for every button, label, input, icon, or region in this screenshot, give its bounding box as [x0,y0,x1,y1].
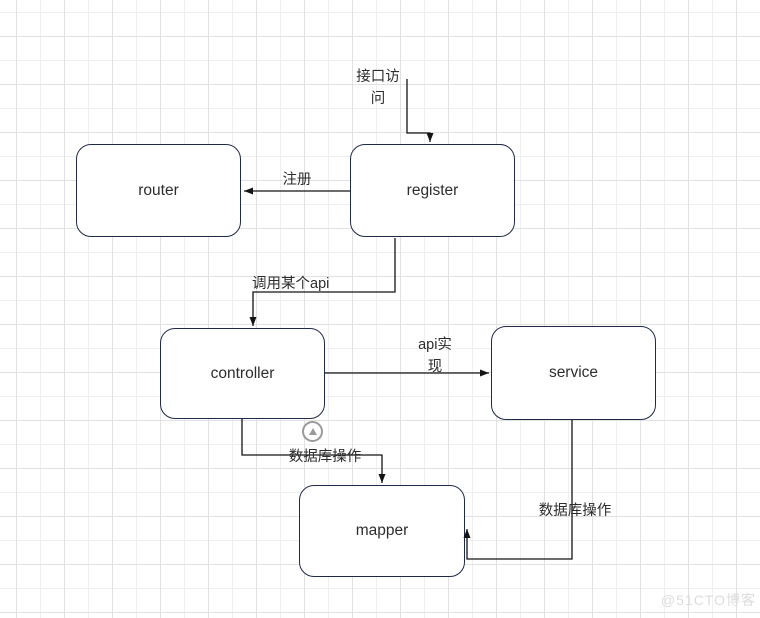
node-controller[interactable]: controller [160,328,325,419]
node-service-label: service [548,364,599,381]
node-register[interactable]: register [350,144,515,237]
collapse-up-circle-icon[interactable] [302,421,323,442]
node-service[interactable]: service [491,326,656,420]
edge-label-call-api: 调用某个api [252,276,330,292]
node-router[interactable]: router [76,144,241,237]
watermark-51cto: @51CTO博客 [660,592,756,608]
edge-label-db-operation-mapper: 数据库操作 [288,449,362,465]
node-mapper-label: mapper [355,522,409,539]
edge-label-register: 注册 [282,172,312,188]
node-controller-label: controller [210,364,275,382]
node-register-label: register [406,181,459,199]
connector-entry-to-register[interactable] [406,79,434,142]
edge-label-db-operation-service: 数据库操作 [538,503,612,519]
edge-label-api-impl: api实现 [418,337,452,375]
node-router-label: router [138,181,179,199]
node-mapper[interactable]: mapper [299,485,465,577]
connector-controller-to-mapper[interactable] [241,419,386,483]
connector-register-to-controller[interactable] [249,238,396,326]
edge-label-entry: 接口访问 [356,69,400,107]
triangle-up-icon [308,427,317,435]
connector-service-to-mapper[interactable] [463,420,573,560]
